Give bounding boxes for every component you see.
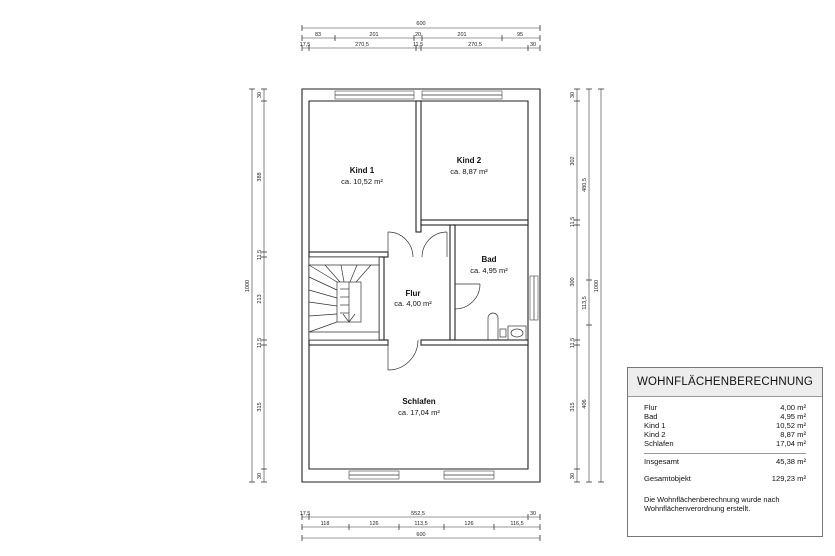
exterior-wall [301, 88, 541, 483]
area-row-label: Flur [644, 403, 658, 412]
area-row-schlafen: Schlafen 17,04 m² [644, 438, 806, 449]
room-area-kind1: ca. 10,52 m² [341, 177, 383, 186]
room-area-flur: ca. 4,00 m² [394, 299, 432, 308]
area-object-value: 129,23 m² [771, 474, 806, 484]
bottom-dimensions: 17,5 552,5 30 118 126 113,5 126 116,5 60… [300, 511, 541, 541]
toilet-shape [487, 312, 499, 340]
area-total-value: 45,38 m² [776, 456, 806, 466]
room-area-schlafen: ca. 17,04 m² [398, 408, 440, 417]
dim-bottom-2-4: 116,5 [510, 521, 523, 527]
dim-right-outer-2: 406 [582, 399, 588, 408]
dim-left-total: 1000 [245, 280, 251, 292]
area-row-label: Kind 1 [644, 420, 666, 430]
room-name-schlafen: Schlafen [402, 397, 435, 406]
wall-kind2-south [420, 219, 529, 226]
area-row-value: 4,00 m² [780, 403, 806, 412]
dim-bottom-1-2: 30 [530, 511, 536, 517]
wall-schlafen-north-right [420, 339, 529, 346]
note-line-1: Die Wohnflächenberechnung wurde nach [644, 495, 780, 505]
area-calculation-body: Flur 4,00 m² Bad 4,95 m² Kind 1 10,52 m²… [628, 397, 822, 513]
area-row-value: 10,52 m² [776, 420, 806, 430]
dim-right-6: 30 [570, 473, 576, 479]
dim-top-1-0: 83 [315, 32, 321, 38]
dim-left-6: 30 [257, 473, 263, 479]
area-calculation-note: Die Wohnflächenberechnung wurde nach Woh… [644, 495, 806, 513]
dim-top-2-2: 11,5 [413, 42, 423, 48]
wall-kind-divider [415, 100, 422, 233]
dim-right-0: 30 [570, 92, 576, 98]
wall-kind1-south [308, 251, 389, 258]
dim-bottom-2-0: 118 [321, 521, 330, 527]
wall-schlafen-north-left [308, 339, 389, 346]
dim-top-1-1: 201 [369, 32, 378, 38]
dim-top-2-1: 270,5 [355, 42, 369, 48]
area-row-label: Bad [644, 411, 658, 421]
area-row-flur: Flur 4,00 m² [644, 403, 806, 413]
windows [334, 90, 539, 480]
dim-top-total: 600 [416, 21, 425, 27]
area-row-bad: Bad 4,95 m² [644, 411, 806, 422]
area-row-object: Gesamtobjekt 129,23 m² [644, 475, 806, 484]
dim-right-2: 11,5 [570, 217, 576, 227]
doors [387, 231, 481, 371]
dim-bottom-2-3: 126 [464, 521, 473, 527]
area-row-value: 8,87 m² [780, 429, 806, 439]
dim-bottom-2-1: 126 [369, 521, 378, 527]
dim-top-1-4: 95 [517, 32, 523, 38]
room-name-kind2: Kind 2 [457, 156, 482, 165]
room-name-flur: Flur [405, 289, 420, 298]
bath-fixture-box [499, 328, 507, 338]
area-row-kind2: Kind 2 8,87 m² [644, 429, 806, 440]
dim-top-2-0: 17,5 [300, 42, 311, 48]
dim-right-4: 11,5 [570, 338, 576, 348]
dim-left-3: 213 [257, 294, 263, 303]
area-row-label: Kind 2 [644, 429, 666, 439]
right-dimensions: 30 302 11,5 300 11,5 315 30 480,5 113,5 … [570, 88, 604, 483]
dim-left-2: 11,5 [257, 250, 263, 260]
area-row-label: Schlafen [644, 438, 674, 448]
area-separator [644, 452, 806, 454]
wall-bad-west [449, 224, 456, 341]
area-total-label: Insgesamt [644, 456, 680, 466]
dim-bottom-2-2: 113,5 [414, 521, 427, 527]
note-line-2: Wohnflächenverordnung erstellt. [644, 504, 751, 514]
area-row-value: 4,95 m² [780, 411, 806, 421]
dim-right-5: 315 [570, 402, 576, 411]
staircase [308, 256, 380, 341]
area-row-total: Insgesamt 45,38 m² [644, 456, 806, 467]
dim-top-2-4: 30 [530, 42, 536, 48]
dim-bottom-1-0: 17,5 [300, 511, 311, 517]
top-dimensions: 600 83 201 20 201 95 17,5 270,5 11,5 270… [300, 21, 541, 51]
dim-top-2-3: 270,5 [468, 42, 482, 48]
washbasin-shape [507, 325, 527, 341]
dim-right-3: 300 [570, 277, 576, 286]
wall-stair-east [378, 256, 385, 341]
dim-bottom-total: 600 [416, 532, 425, 538]
area-row-value: 17,04 m² [776, 438, 806, 448]
room-area-kind2: ca. 8,87 m² [450, 167, 488, 176]
dim-left-1: 388 [257, 172, 263, 181]
area-object-label: Gesamtobjekt [644, 474, 691, 484]
dim-right-outer-0: 480,5 [582, 178, 588, 192]
dim-right-1: 302 [570, 156, 576, 165]
room-name-kind1: Kind 1 [350, 166, 375, 175]
left-dimensions: 1000 30 388 11,5 213 11,5 315 30 [245, 88, 267, 483]
dim-top-1-3: 201 [457, 32, 466, 38]
dim-left-4: 11,5 [257, 338, 263, 348]
dim-left-5: 315 [257, 402, 263, 411]
area-calculation-title: WOHNFLÄCHENBERECHNUNG [628, 368, 822, 397]
room-labels: Kind 1 ca. 10,52 m² Kind 2 ca. 8,87 m² B… [341, 156, 508, 417]
bath-fixtures [487, 312, 527, 341]
room-name-bad: Bad [481, 255, 496, 264]
area-calculation-panel: WOHNFLÄCHENBERECHNUNG Flur 4,00 m² Bad 4… [627, 367, 823, 537]
dim-top-1-2: 20 [415, 32, 421, 38]
room-area-bad: ca. 4,95 m² [470, 266, 508, 275]
dim-left-0: 30 [257, 92, 263, 98]
dim-right-total: 1000 [594, 280, 600, 292]
area-row-kind1: Kind 1 10,52 m² [644, 420, 806, 431]
dim-right-outer-1: 113,5 [582, 296, 588, 309]
dim-bottom-1-1: 552,5 [411, 511, 425, 517]
